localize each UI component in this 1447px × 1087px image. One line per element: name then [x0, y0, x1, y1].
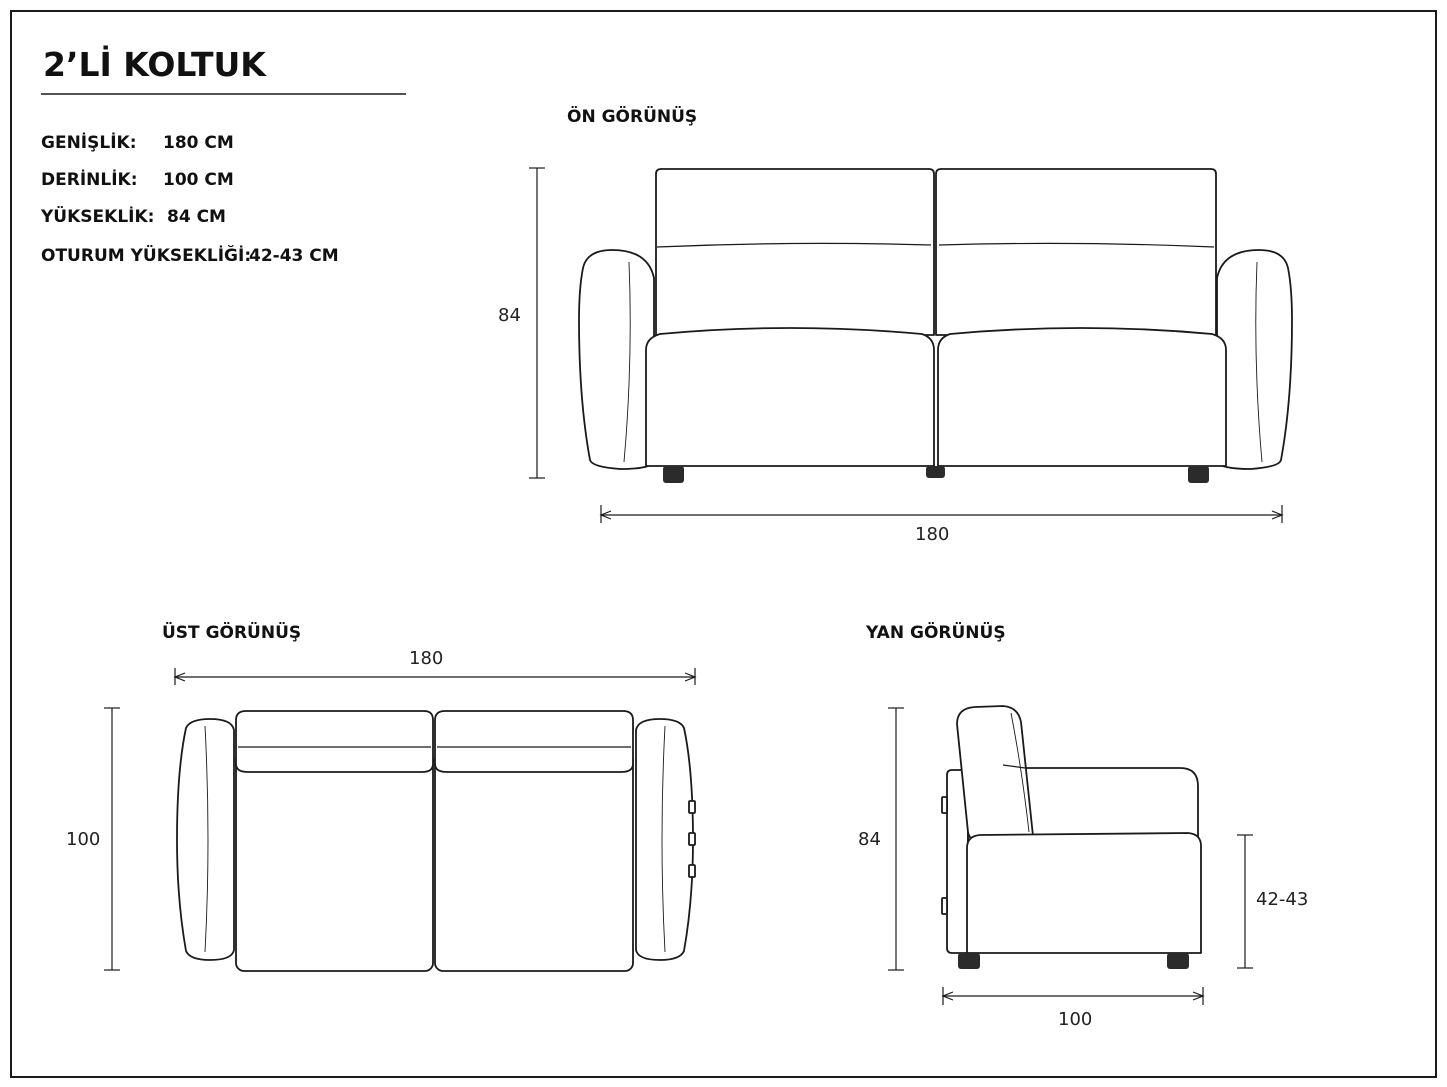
spec-width-value: 180 CM	[163, 133, 234, 153]
side-depth-value: 100	[1058, 1009, 1092, 1030]
top-armrest-right	[635, 718, 696, 961]
front-legs	[663, 466, 1209, 483]
top-width-dimension: 180	[173, 648, 697, 685]
side-seat-height-value: 42-43	[1256, 889, 1308, 910]
top-depth-value: 100	[66, 829, 100, 850]
side-height-dimension: 84	[858, 707, 904, 971]
spec-seat-height-value: 42-43 CM	[249, 246, 339, 266]
spec-height-value: 84 CM	[167, 207, 226, 227]
front-backrest	[655, 168, 1217, 336]
side-view: YAN GÖRÜNÜŞ 84 42-43 100	[858, 621, 1308, 1030]
spec-height-label: YÜKSEKLİK:	[40, 205, 154, 227]
front-seat-cushions	[645, 327, 1227, 467]
front-view: ÖN GÖRÜNÜŞ	[498, 105, 1293, 545]
front-armrest-left	[578, 249, 655, 470]
spec-depth-label: DERİNLİK:	[41, 168, 138, 190]
side-depth-dimension: 100	[941, 987, 1205, 1030]
front-height-dimension: 84	[498, 167, 545, 479]
side-backrest-cushion	[956, 705, 1034, 841]
top-view: ÜST GÖRÜNÜŞ 180 100	[66, 621, 697, 972]
side-height-value: 84	[858, 829, 881, 850]
spec-depth-value: 100 CM	[163, 170, 234, 190]
sheet-border	[10, 10, 1437, 1078]
side-seat-cushion	[966, 832, 1202, 954]
top-armrest-left	[176, 718, 235, 961]
side-legs	[958, 953, 1189, 969]
spec-width-label: GENİŞLİK:	[41, 131, 137, 153]
spec-seat-height-label: OTURUM YÜKSEKLİĞİ:	[41, 244, 251, 266]
front-view-label: ÖN GÖRÜNÜŞ	[567, 105, 697, 127]
top-depth-dimension: 100	[66, 707, 120, 971]
front-armrest-right	[1216, 249, 1293, 470]
front-width-value: 180	[915, 524, 949, 545]
side-seat-height-dimension: 42-43	[1237, 834, 1308, 969]
product-title: 2’Lİ KOLTUK	[43, 44, 267, 84]
top-backrest	[235, 710, 634, 773]
spec-list: GENİŞLİK: 180 CM DERİNLİK: 100 CM YÜKSEK…	[40, 131, 339, 266]
front-height-value: 84	[498, 305, 521, 326]
side-view-label: YAN GÖRÜNÜŞ	[865, 621, 1006, 643]
front-width-dimension: 180	[599, 505, 1284, 545]
top-seat-bodies	[235, 751, 634, 972]
top-width-value: 180	[409, 648, 443, 669]
top-view-label: ÜST GÖRÜNÜŞ	[162, 621, 301, 643]
